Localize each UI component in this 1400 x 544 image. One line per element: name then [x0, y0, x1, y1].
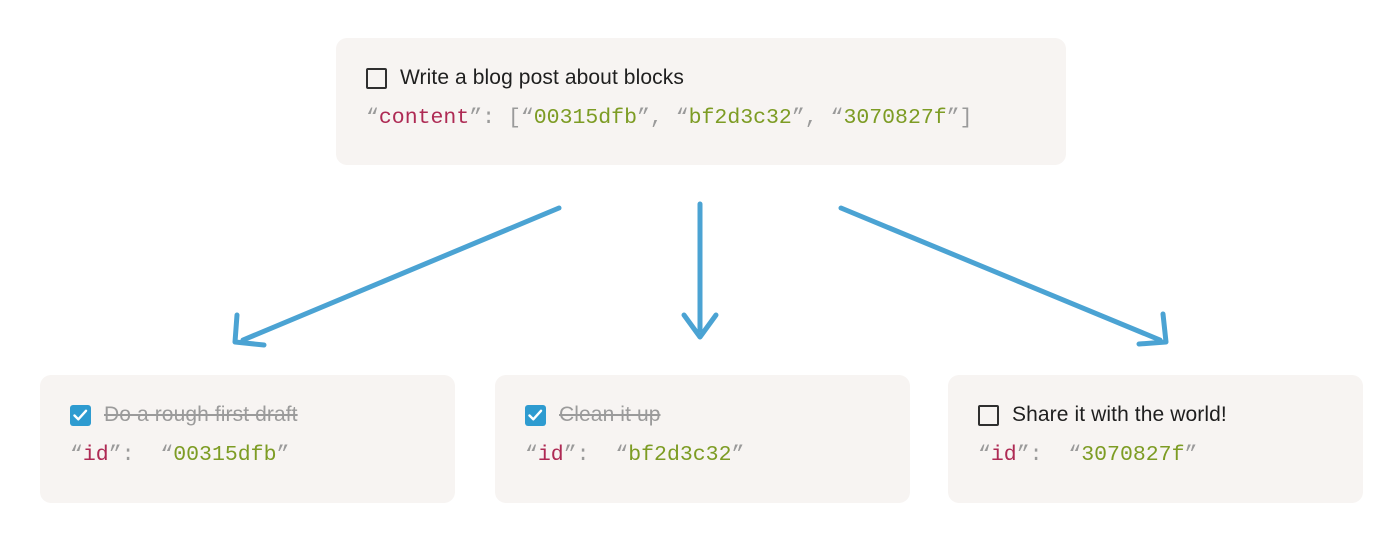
- colon: :: [482, 106, 496, 130]
- root-block-card[interactable]: Write a blog post about blocks “content”…: [336, 38, 1066, 165]
- quote-open: “: [160, 443, 174, 467]
- colon: :: [121, 443, 135, 467]
- quote-close: ”: [791, 106, 805, 130]
- code-line: “id”: “bf2d3c32”: [525, 440, 880, 470]
- quote-close: ”: [276, 443, 290, 467]
- quote-close: ”: [108, 443, 122, 467]
- todo-row[interactable]: Share it with the world!: [978, 401, 1333, 429]
- quote-open: “: [830, 106, 844, 130]
- arrow-to-first-child: [232, 205, 562, 348]
- todo-row[interactable]: Do a rough first draft: [70, 401, 425, 429]
- colon: :: [576, 443, 590, 467]
- checkbox-checked-icon[interactable]: [525, 404, 546, 426]
- quote-close: ”: [946, 106, 960, 130]
- code-value: 3070827f: [843, 106, 947, 130]
- checkbox-empty-icon[interactable]: [366, 67, 387, 89]
- code-line: “content”: [“00315dfb”, “bf2d3c32”, “307…: [366, 103, 1036, 133]
- separator: ,: [649, 106, 676, 130]
- quote-close: ”: [1016, 443, 1030, 467]
- code-value: 00315dfb: [173, 443, 277, 467]
- checkbox-empty-icon[interactable]: [978, 404, 999, 426]
- quote-open: “: [615, 443, 629, 467]
- arrow-to-second-child: [681, 201, 719, 340]
- quote-close: ”: [563, 443, 577, 467]
- child-block-card[interactable]: Do a rough first draft “id”: “00315dfb”: [40, 375, 455, 503]
- todo-label: Write a blog post about blocks: [400, 66, 684, 89]
- code-value: bf2d3c32: [688, 106, 792, 130]
- separator: ,: [804, 106, 831, 130]
- code-value: bf2d3c32: [628, 443, 732, 467]
- child-block-card[interactable]: Share it with the world! “id”: “3070827f…: [948, 375, 1363, 503]
- code-key: content: [378, 106, 470, 130]
- code-value: 3070827f: [1081, 443, 1185, 467]
- todo-row[interactable]: Clean it up: [525, 401, 880, 429]
- quote-open: “: [978, 443, 991, 467]
- arrow-to-third-child: [838, 205, 1169, 347]
- code-value: 00315dfb: [533, 106, 637, 130]
- bracket-open: [: [507, 106, 521, 130]
- quote-close: ”: [636, 106, 650, 130]
- todo-label: Do a rough first draft: [104, 403, 298, 426]
- quote-open: “: [675, 106, 689, 130]
- colon: :: [1029, 443, 1043, 467]
- quote-close: ”: [469, 106, 483, 130]
- code-line: “id”: “00315dfb”: [70, 440, 425, 470]
- code-key: id: [537, 443, 564, 467]
- quote-open: “: [520, 106, 534, 130]
- code-key: id: [82, 443, 109, 467]
- checkbox-checked-icon[interactable]: [70, 404, 91, 426]
- quote-close: ”: [731, 443, 745, 467]
- quote-open: “: [70, 443, 83, 467]
- quote-close: ”: [1184, 443, 1198, 467]
- quote-open: “: [1068, 443, 1082, 467]
- todo-label: Share it with the world!: [1012, 403, 1227, 426]
- quote-open: “: [525, 443, 538, 467]
- code-key: id: [990, 443, 1017, 467]
- bracket-close: ]: [959, 106, 973, 130]
- quote-open: “: [366, 106, 379, 130]
- child-block-card[interactable]: Clean it up “id”: “bf2d3c32”: [495, 375, 910, 503]
- code-line: “id”: “3070827f”: [978, 440, 1333, 470]
- todo-label: Clean it up: [559, 403, 661, 426]
- todo-row[interactable]: Write a blog post about blocks: [366, 64, 1036, 92]
